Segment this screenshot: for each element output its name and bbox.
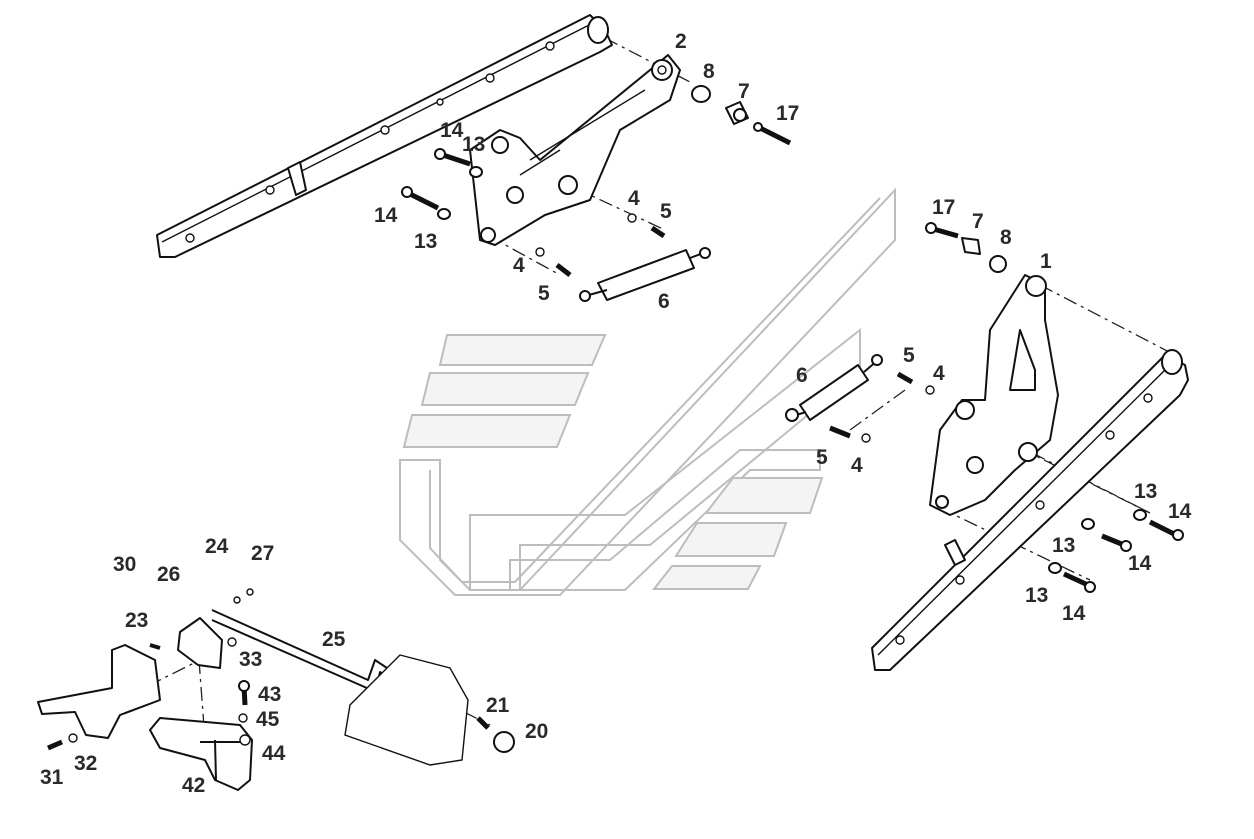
callout-43: 43 xyxy=(258,683,281,706)
callout-4: 4 xyxy=(851,454,863,477)
right-bracket xyxy=(929,274,1059,516)
callout-13: 13 xyxy=(414,230,437,253)
callout-4: 4 xyxy=(933,362,945,385)
callout-4: 4 xyxy=(628,187,640,210)
callout-5: 5 xyxy=(660,200,672,223)
callout-25: 25 xyxy=(322,628,346,651)
callout-2: 2 xyxy=(675,30,687,53)
callout-27: 27 xyxy=(251,542,274,565)
callout-4: 4 xyxy=(513,254,525,277)
gas-struts xyxy=(579,247,883,422)
callout-30: 30 xyxy=(113,553,136,576)
callout-6: 6 xyxy=(796,364,808,387)
callout-7: 7 xyxy=(972,210,984,233)
callout-13: 13 xyxy=(462,133,485,156)
callout-14: 14 xyxy=(440,119,464,142)
callout-44: 44 xyxy=(262,742,286,765)
callout-5: 5 xyxy=(538,282,550,305)
callout-17: 17 xyxy=(776,102,799,125)
callouts: 2 8 7 17 14 13 14 13 4 5 4 5 6 17 7 8 1 … xyxy=(40,30,1192,797)
callout-13: 13 xyxy=(1025,584,1048,607)
callout-6: 6 xyxy=(658,290,670,313)
callout-5: 5 xyxy=(816,446,828,469)
callout-24: 24 xyxy=(205,535,229,558)
watermark-logo xyxy=(399,187,896,596)
callout-14: 14 xyxy=(374,204,398,227)
callout-23: 23 xyxy=(125,609,148,632)
callout-45: 45 xyxy=(256,708,280,731)
callout-20: 20 xyxy=(525,720,548,743)
callout-13: 13 xyxy=(1134,480,1157,503)
callout-32: 32 xyxy=(74,752,97,775)
left-bracket xyxy=(469,54,681,246)
left-frame-rail xyxy=(156,14,613,258)
callout-14: 14 xyxy=(1168,500,1192,523)
callout-14: 14 xyxy=(1128,552,1152,575)
right-frame-rail xyxy=(871,349,1189,671)
callout-8: 8 xyxy=(1000,226,1012,249)
callout-17: 17 xyxy=(932,196,955,219)
callout-5: 5 xyxy=(903,344,915,367)
callout-1: 1 xyxy=(1040,250,1052,273)
callout-26: 26 xyxy=(157,563,180,586)
lower-left-linkage xyxy=(37,588,515,791)
callout-21: 21 xyxy=(486,694,510,717)
callout-14: 14 xyxy=(1062,602,1086,625)
callout-7: 7 xyxy=(738,80,750,103)
callout-31: 31 xyxy=(40,766,64,789)
callout-8: 8 xyxy=(703,60,715,83)
callout-33: 33 xyxy=(239,648,262,671)
callout-42: 42 xyxy=(182,774,205,797)
fasteners xyxy=(401,85,1184,593)
callout-13: 13 xyxy=(1052,534,1075,557)
